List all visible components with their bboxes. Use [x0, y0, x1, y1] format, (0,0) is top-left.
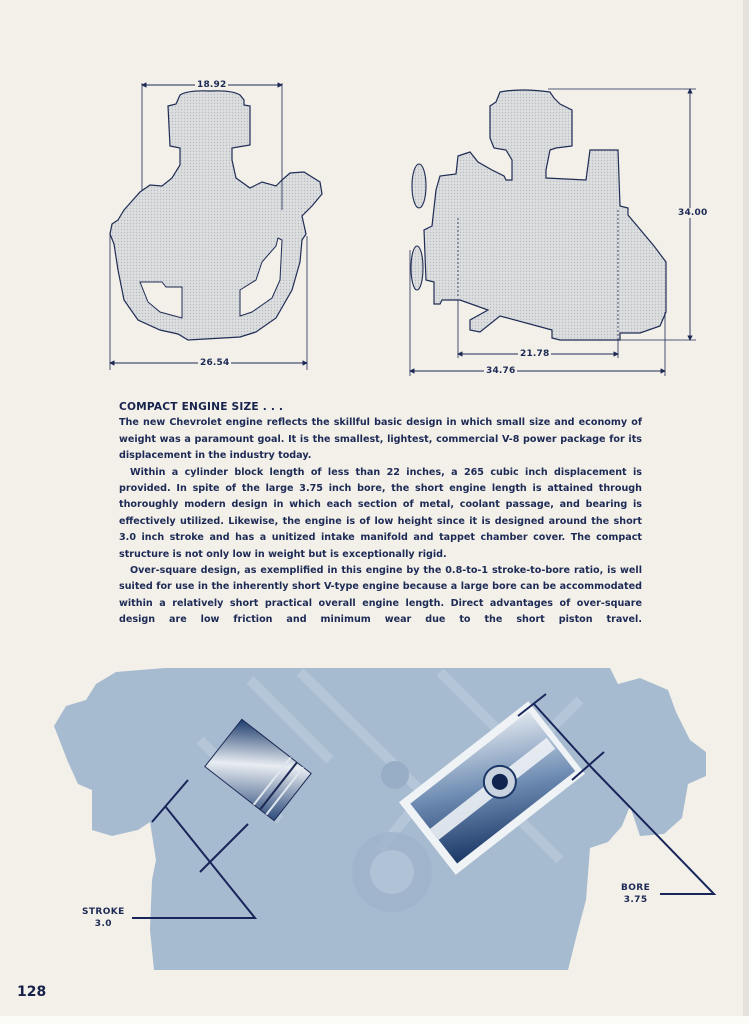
side-view-drawing: [409, 88, 696, 376]
bore-callout: BORE 3.75: [621, 882, 650, 906]
side-overall-length-label: 34.76: [484, 366, 518, 376]
page-number: 128: [17, 984, 47, 1000]
bore-label: BORE: [621, 883, 651, 893]
engine-cutaway-illustration: [54, 668, 717, 970]
stroke-callout: STROKE 3.0: [82, 906, 125, 930]
side-block-length-label: 21.78: [518, 349, 552, 359]
page-edge: [743, 0, 749, 1024]
stroke-value: 3.0: [94, 919, 112, 929]
article: COMPACT ENGINE SIZE . . . The new Chevro…: [119, 399, 642, 629]
side-height-label: 34.00: [676, 208, 710, 218]
article-paragraph: Over-square design, as exemplified in th…: [119, 565, 642, 626]
bore-value: 3.75: [623, 895, 648, 905]
article-paragraph: The new Chevrolet engine reflects the sk…: [119, 417, 642, 462]
article-paragraph: Within a cylinder block length of less t…: [119, 466, 642, 560]
front-bottom-width-label: 26.54: [198, 358, 232, 368]
front-top-width-label: 18.92: [195, 80, 229, 90]
page-edge-bottom: [0, 1016, 749, 1024]
stroke-label: STROKE: [82, 907, 125, 917]
article-heading: COMPACT ENGINE SIZE . . .: [119, 401, 284, 413]
